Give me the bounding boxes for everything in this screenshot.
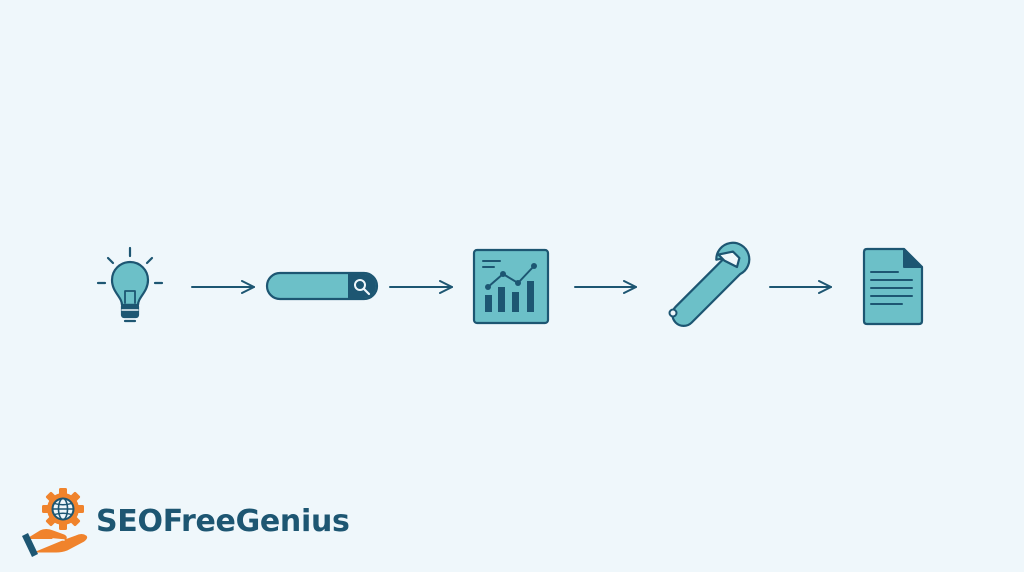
brand-name: SEOFreeGenius <box>96 504 350 539</box>
document-icon <box>862 247 924 326</box>
wrench-icon <box>668 241 751 327</box>
gear-globe-hand-icon <box>22 488 88 557</box>
analytics-chart-icon <box>472 248 550 325</box>
lightbulb-icon <box>96 246 164 323</box>
search-bar-icon <box>265 271 379 301</box>
brand-logo-lockup[interactable]: SEOFreeGenius <box>18 486 350 558</box>
